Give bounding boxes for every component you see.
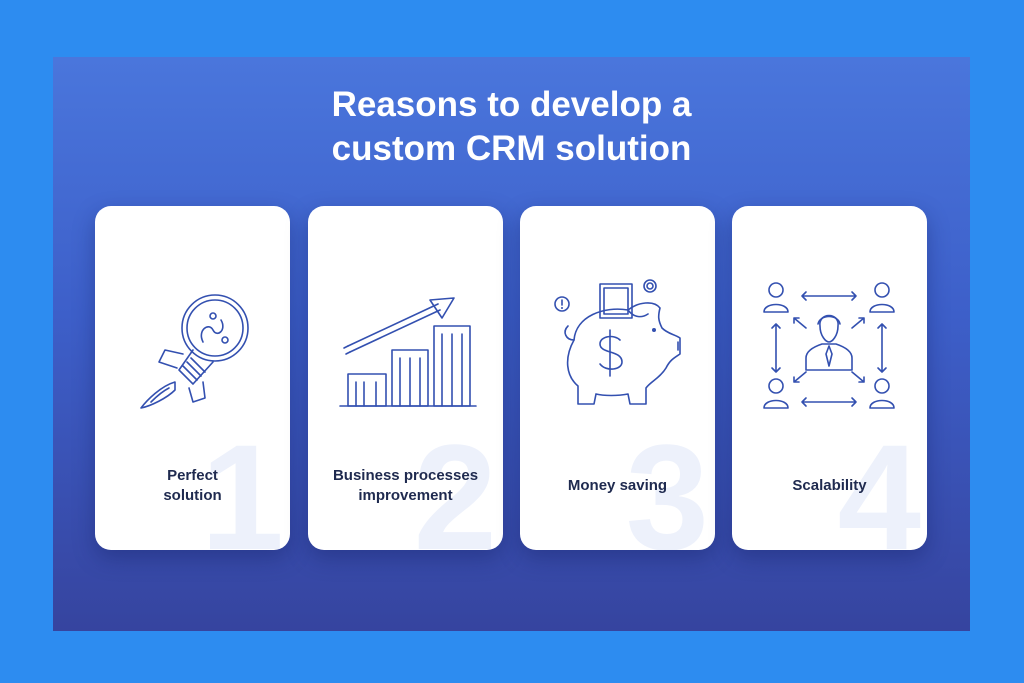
reason-card-1: 1 Perfect (95, 206, 290, 550)
title-line-2: custom CRM solution (331, 129, 692, 168)
title-line-1: Reasons to develop a (331, 85, 692, 124)
card-label: Scalability (792, 477, 867, 494)
lightbulb-rocket-icon (117, 278, 267, 418)
card-number: 3 (625, 413, 709, 550)
reason-card-2: 2 (308, 206, 503, 550)
card-number: 2 (413, 413, 497, 550)
page-title: Reasons to develop a custom CRM solution (53, 83, 970, 171)
card-number: 4 (837, 413, 921, 550)
reason-card-4: 4 (732, 206, 927, 550)
card-label: Perfect solution (163, 467, 222, 504)
reason-card-3: 3 (520, 206, 715, 550)
card-label: Money saving (567, 477, 668, 494)
infographic-panel: Reasons to develop a custom CRM solution… (53, 57, 970, 631)
card-number: 1 (200, 413, 284, 550)
piggy-bank-icon (542, 278, 692, 418)
user-network-icon (754, 278, 904, 418)
growth-chart-icon (330, 278, 480, 418)
card-label: Business processes improvement (332, 467, 479, 504)
